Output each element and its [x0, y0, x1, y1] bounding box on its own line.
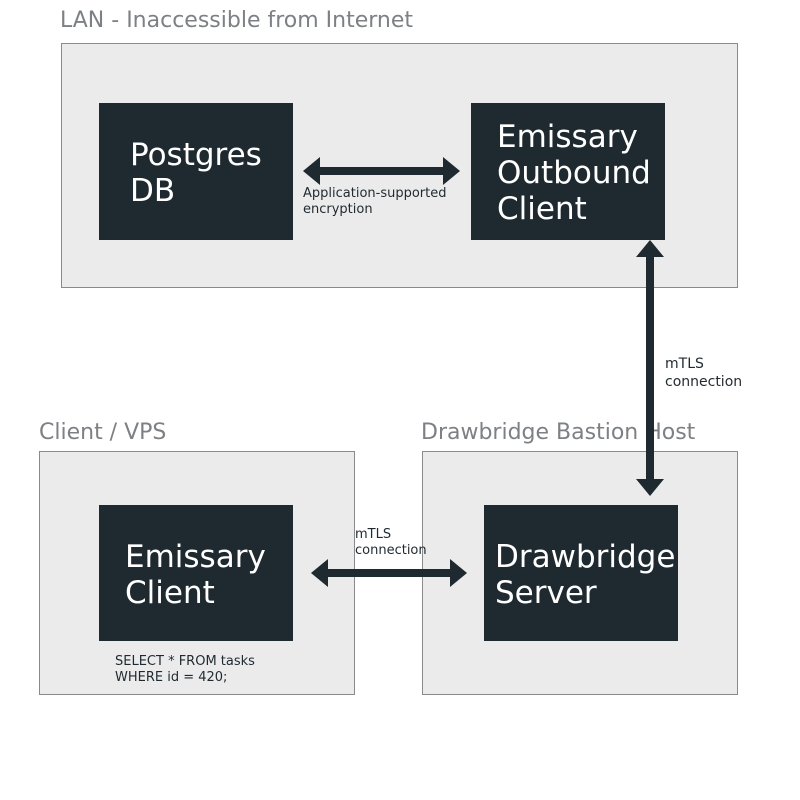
db-outbound-edge-label: Application-supported encryption: [303, 186, 447, 218]
emissary-outbound-line-2: Outbound: [497, 155, 651, 191]
sql-query-line-2: WHERE id = 420;: [115, 670, 228, 685]
emissary-client-node: Emissary Client: [99, 505, 293, 641]
db-outbound-label-line-2: encryption: [303, 202, 373, 217]
drawbridge-server-line-1: Drawbridge: [495, 539, 676, 575]
emissary-client-line-2: Client: [125, 575, 215, 611]
outbound-server-edge-label: mTLS connection: [665, 355, 742, 391]
emissary-outbound-line-1: Emissary: [497, 119, 638, 155]
emissary-outbound-client-node: Emissary Outbound Client: [471, 103, 665, 240]
outbound-server-label-line-2: connection: [665, 374, 743, 390]
postgres-db-line-1: Postgres: [130, 137, 262, 173]
client-server-label-line-2: connection: [355, 543, 427, 558]
sql-query-note: SELECT * FROM tasks WHERE id = 420;: [115, 654, 255, 686]
bastion-zone-title: Drawbridge Bastion Host: [421, 420, 696, 445]
client-server-edge-label: mTLS connection: [355, 527, 427, 559]
emissary-outbound-line-3: Client: [497, 191, 587, 227]
client-server-label-line-1: mTLS: [355, 527, 392, 542]
lan-zone-title: LAN - Inaccessible from Internet: [60, 8, 414, 33]
client-zone-title: Client / VPS: [39, 420, 167, 445]
drawbridge-server-node: Drawbridge Server: [484, 505, 678, 641]
outbound-server-label-line-1: mTLS: [665, 356, 704, 372]
db-outbound-label-line-1: Application-supported: [303, 186, 447, 201]
postgres-db-line-2: DB: [130, 173, 176, 209]
drawbridge-server-line-2: Server: [495, 575, 597, 611]
emissary-client-line-1: Emissary: [125, 539, 266, 575]
sql-query-line-1: SELECT * FROM tasks: [115, 654, 255, 669]
postgres-db-node: Postgres DB: [99, 103, 293, 240]
